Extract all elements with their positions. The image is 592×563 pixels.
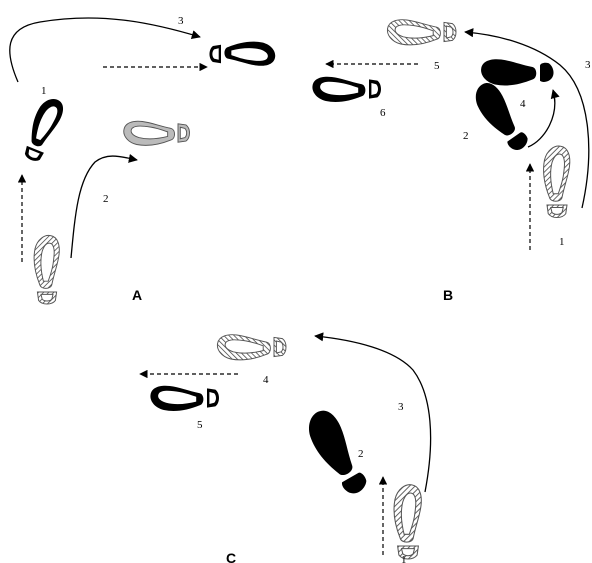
footprint-c1	[393, 484, 422, 560]
step-a-1: 1	[41, 85, 47, 97]
arrow-b-curve-4	[527, 89, 560, 148]
panel-a-label: A	[132, 287, 142, 303]
step-b-6: 6	[380, 107, 386, 119]
footprint-c5	[150, 385, 219, 411]
step-a-3: 3	[178, 15, 184, 27]
footprint-c4	[216, 334, 287, 361]
footprint-b1	[542, 145, 571, 219]
footprint-a2	[123, 120, 191, 146]
arrow-a-curve-1-3	[9, 17, 201, 83]
panel-a: 1 2 3 A	[9, 15, 276, 305]
step-b-4: 4	[520, 98, 526, 110]
step-c-4: 4	[263, 374, 269, 386]
step-b-1: 1	[559, 236, 565, 248]
step-c-3: 3	[398, 401, 404, 413]
footprint-b2	[468, 78, 534, 156]
footprint-b-top	[386, 19, 457, 46]
step-c-5: 5	[197, 419, 203, 431]
step-c-1: 1	[401, 554, 407, 563]
footprint-a-start	[33, 234, 60, 305]
step-b-2: 2	[463, 130, 469, 142]
panel-c-label: C	[226, 550, 236, 563]
step-b-5: 5	[434, 60, 440, 72]
step-c-2: 2	[358, 448, 364, 460]
step-a-2: 2	[103, 193, 109, 205]
arrow-a-curve-2	[70, 153, 138, 259]
panel-c: 1 2 3 4 5 C	[139, 332, 432, 563]
step-b-3: 3	[585, 59, 591, 71]
arrow-b-curve-3	[464, 28, 590, 209]
panel-b-label: B	[443, 287, 453, 303]
footprint-b4	[481, 59, 554, 86]
arrow-c-curve-3	[314, 332, 432, 493]
footprint-b6	[312, 76, 381, 102]
footprint-a1	[19, 94, 67, 165]
footprint-a3	[209, 41, 276, 66]
panel-b: 1 2 3 4 5 6 B	[312, 19, 591, 303]
